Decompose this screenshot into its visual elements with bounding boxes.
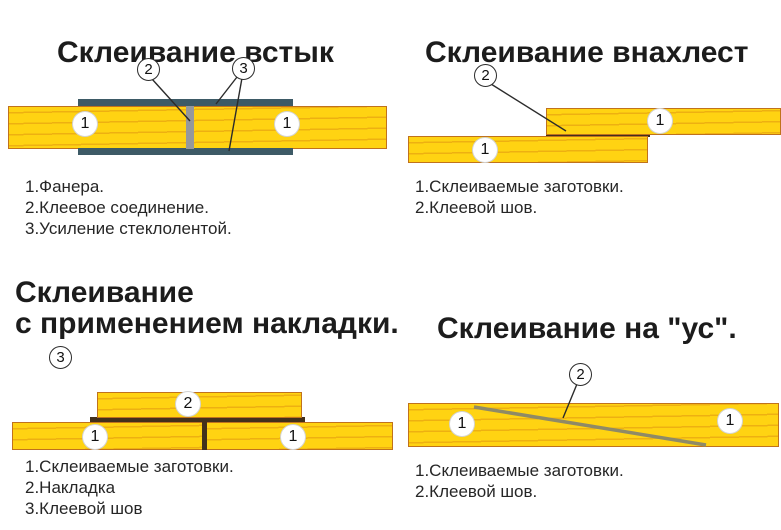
plank-label-right: 1	[280, 424, 306, 450]
legend-item: 1.Фанера.	[25, 177, 105, 196]
legend-item: 3.Клеевой шов	[25, 499, 143, 518]
overlap-joint-legend: 1.Склеиваемые заготовки. 2.Клеевой шов.	[415, 176, 624, 218]
plywood-plank	[8, 106, 387, 149]
callout-glue-seam: 3	[49, 346, 72, 369]
glue-joint-line	[186, 106, 194, 149]
fiberglass-tape-bottom	[78, 148, 293, 155]
plank-bottom	[408, 136, 648, 163]
plank-label-left: 1	[449, 411, 475, 437]
legend-item: 1.Склеиваемые заготовки.	[415, 461, 624, 480]
callout-glue-joint: 2	[137, 58, 160, 81]
legend-item: 2.Клеевой шов.	[415, 482, 538, 501]
overlay-pad-legend: 1.Склеиваемые заготовки. 2.Накладка 3.Кл…	[25, 456, 234, 519]
plank-left	[12, 422, 204, 450]
glue-seam	[90, 417, 305, 423]
plank-label-right: 1	[274, 111, 300, 137]
legend-item: 2.Клеевой шов.	[415, 198, 538, 217]
plank-label-bottom: 1	[472, 137, 498, 163]
overlay-pad-plank	[97, 392, 302, 418]
legend-item: 2.Накладка	[25, 478, 116, 497]
overlay-pad-title-line1: Склеивание	[15, 275, 194, 309]
pad-label: 2	[175, 391, 201, 417]
callout-glue-seam: 2	[569, 363, 592, 386]
plank-label-left: 1	[82, 424, 108, 450]
scarf-joint-legend: 1.Склеиваемые заготовки. 2.Клеевой шов.	[415, 460, 624, 502]
plank-label-right: 1	[717, 408, 743, 434]
callout-fiberglass-tape: 3	[232, 57, 255, 80]
butt-joint-line	[202, 421, 207, 450]
legend-item: 3.Усиление стеклолентой.	[25, 219, 232, 238]
legend-item: 1.Склеиваемые заготовки.	[415, 177, 624, 196]
callout-glue-seam: 2	[474, 64, 497, 87]
legend-item: 1.Склеиваемые заготовки.	[25, 457, 234, 476]
legend-item: 2.Клеевое соединение.	[25, 198, 209, 217]
overlap-joint-title: Склеивание внахлест	[425, 35, 749, 69]
scarf-joint-title: Склеивание на "ус".	[437, 311, 737, 345]
butt-joint-legend: 1.Фанера. 2.Клеевое соединение. 3.Усилен…	[25, 176, 232, 239]
overlay-pad-title-line2: с применением накладки.	[15, 306, 399, 340]
plank-label-top: 1	[647, 108, 673, 134]
plank-label-left: 1	[72, 111, 98, 137]
butt-joint-title: Склеивание встык	[57, 35, 334, 69]
